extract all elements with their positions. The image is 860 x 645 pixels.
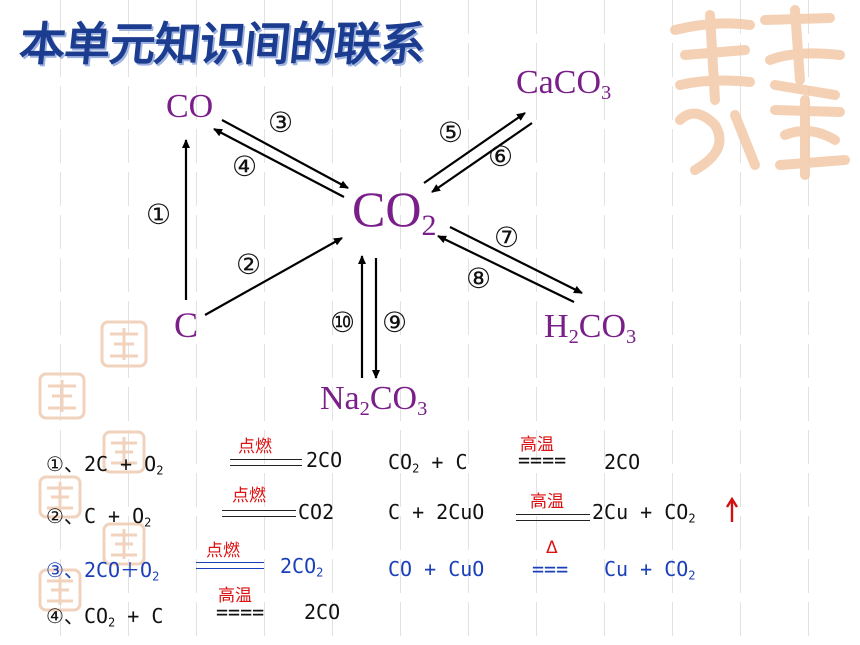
label-2: ② <box>236 248 262 281</box>
product-1: 2CO <box>306 448 343 472</box>
label-6: ⑥ <box>488 140 514 173</box>
label-8: ⑧ <box>466 262 492 295</box>
label-5: ⑤ <box>438 116 464 149</box>
arrow-7 <box>449 226 583 294</box>
equals-sign-1 <box>230 459 302 466</box>
product-7: Cu + CO2 <box>604 557 696 583</box>
seal-stamp <box>102 522 146 566</box>
node-co: CO <box>166 88 214 125</box>
seal-stamp <box>100 320 148 368</box>
arrow-5 <box>423 112 526 184</box>
equals-sign-6 <box>516 514 590 521</box>
seal-stamp <box>38 475 82 519</box>
product-4: 2CO <box>304 600 341 624</box>
equals-sign-2 <box>222 510 296 517</box>
product-3: 2CO2 <box>280 554 324 580</box>
arrow-4 <box>213 128 345 198</box>
label-9: ⑨ <box>382 306 408 339</box>
condition-2: 点燃 <box>232 486 266 506</box>
node-caco3: CaCO3 <box>516 64 612 105</box>
arrow-6 <box>431 122 533 193</box>
label-4: ④ <box>232 150 258 183</box>
equation-3: ③、2CO＋O2 <box>46 558 160 584</box>
seal-stamp <box>38 568 82 612</box>
condition-7: Δ <box>546 538 558 558</box>
equals-sign-3 <box>196 562 264 569</box>
seal-watermark <box>670 5 850 180</box>
arrow-2 <box>204 237 343 316</box>
arrow-8 <box>437 235 575 303</box>
equals-sign-4: ==== <box>216 600 265 624</box>
equation-6: C + 2CuO <box>388 500 485 524</box>
node-h2co3: H2CO3 <box>544 308 637 349</box>
condition-1: 点燃 <box>238 437 272 457</box>
seal-stamp <box>38 372 86 420</box>
label-10: ⑩ <box>330 306 356 339</box>
product-5: 2CO <box>604 450 641 474</box>
equals-sign-7: === <box>532 557 569 581</box>
condition-3: 点燃 <box>206 541 240 561</box>
label-1: ① <box>146 198 172 231</box>
seal-stamp <box>102 430 146 474</box>
condition-6: 高温 <box>530 492 564 512</box>
equation-2: ②、C + O2 <box>46 504 152 530</box>
product-6: 2Cu + CO2 <box>592 500 696 526</box>
equals-sign-5: ==== <box>518 448 567 472</box>
node-c: C <box>174 305 199 345</box>
arrow-3 <box>221 119 349 189</box>
condition-4: 高温 <box>218 586 252 606</box>
product-2: CO2 <box>298 500 335 524</box>
label-3: ③ <box>268 106 294 139</box>
equation-4: ④、CO2 + C <box>46 604 164 630</box>
equation-5: CO2 + C <box>388 450 468 476</box>
node-na2co3: Na2CO3 <box>320 380 428 421</box>
equation-1: ①、2C + O2 <box>46 452 164 478</box>
label-7: ⑦ <box>494 221 520 254</box>
node-co2: CO2 <box>352 181 437 242</box>
condition-5: 高温 <box>520 435 554 455</box>
equation-7: CO + CuO <box>388 557 485 581</box>
